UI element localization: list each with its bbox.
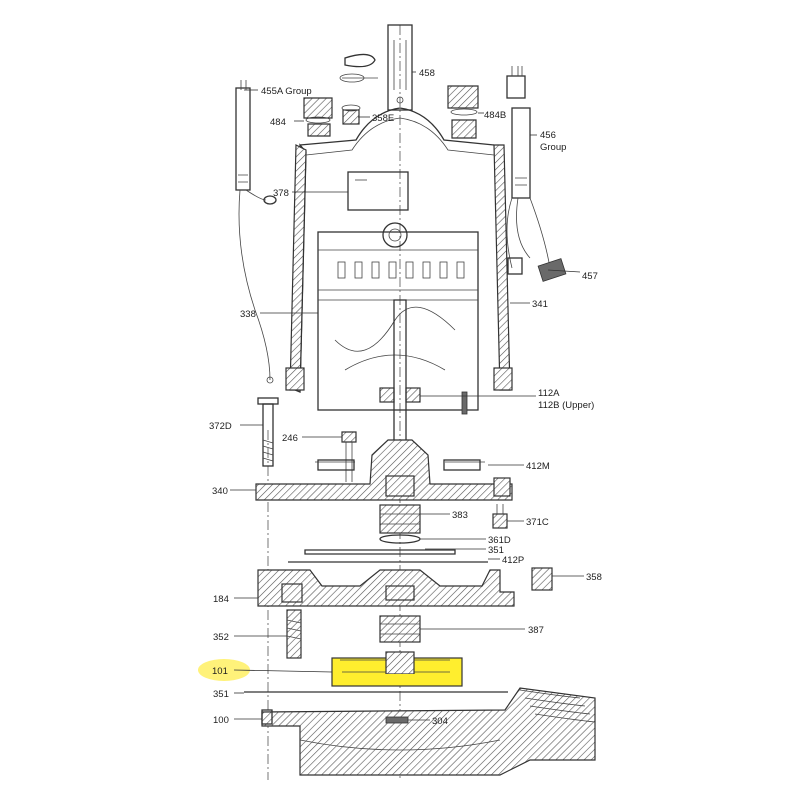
label-112a: 112A: [538, 388, 560, 399]
label-352: 352: [213, 632, 229, 643]
label-371c: 371C: [526, 517, 549, 528]
pin-clip: [339, 53, 378, 83]
label-456: 456: [540, 130, 556, 141]
label-372d: 372D: [209, 421, 232, 432]
label-412p: 412P: [502, 555, 524, 566]
part-484b-fitting-right: [447, 85, 479, 139]
part-100-base: [261, 687, 596, 776]
label-184: 184: [213, 594, 229, 605]
label-338: 338: [240, 309, 256, 320]
label-351-lower: 351: [213, 689, 229, 700]
label-112b-upper: 112B (Upper): [538, 400, 594, 411]
part-351-gasket-upper: [304, 549, 456, 555]
highlight-oval-101: [198, 659, 250, 681]
part-358e-plug: [341, 104, 361, 125]
part-341-motor-housing: [285, 107, 513, 393]
part-184-volute: [257, 569, 515, 607]
label-100: 100: [213, 715, 229, 726]
label-351-upper: 351: [488, 545, 504, 556]
part-484-fitting-left: [303, 97, 333, 137]
part-358-plug: [531, 567, 553, 591]
part-456-group-wiring: [506, 66, 551, 269]
part-457-connector: [507, 257, 567, 282]
label-456-group: Group: [540, 142, 566, 153]
leader-lines: [230, 71, 584, 721]
label-361d: 361D: [488, 535, 511, 546]
part-246-cord-grip: [341, 431, 357, 482]
label-358e: 358E: [372, 113, 394, 124]
part-372d-bolt: [257, 397, 279, 467]
part-371c-screw: [492, 504, 508, 529]
label-341: 341: [532, 299, 548, 310]
label-246: 246: [282, 433, 298, 444]
label-455a-group: 455A Group: [261, 86, 312, 97]
label-304: 304: [432, 716, 448, 727]
label-484-left: 484: [270, 117, 286, 128]
label-383: 383: [452, 510, 468, 521]
label-458: 458: [419, 68, 435, 79]
label-378: 378: [273, 188, 289, 199]
label-101[interactable]: 101: [212, 666, 228, 677]
part-340-seal-plate: [255, 439, 513, 501]
label-387: 387: [528, 625, 544, 636]
part-304-screw: [385, 716, 409, 724]
part-455a-float-switch: [235, 80, 277, 384]
part-338-motor: [317, 222, 479, 451]
part-352-bolt: [286, 609, 302, 659]
part-458-shaft: [387, 24, 413, 111]
label-358: 358: [586, 572, 602, 583]
part-383-seal: [379, 504, 421, 534]
label-457: 457: [582, 271, 598, 282]
label-412m: 412M: [526, 461, 550, 472]
part-387-seal: [379, 615, 421, 643]
label-340: 340: [212, 486, 228, 497]
label-484b: 484B: [484, 110, 506, 121]
part-378-capacitor: [347, 171, 409, 211]
part-101-impeller[interactable]: [331, 651, 463, 687]
